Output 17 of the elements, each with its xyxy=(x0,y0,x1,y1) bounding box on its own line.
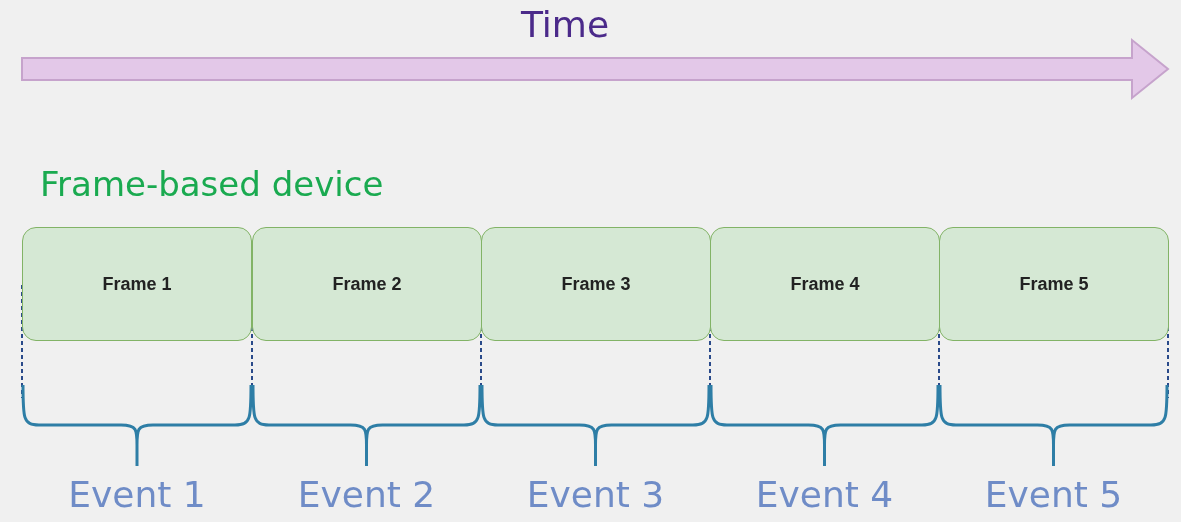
event-label: Event 1 xyxy=(67,474,207,515)
frame-label: Frame 3 xyxy=(561,273,631,295)
frame-box xyxy=(939,227,1169,341)
section-heading: Frame-based device xyxy=(40,164,384,204)
frame-label: Frame 1 xyxy=(102,273,172,295)
frame-box xyxy=(252,227,482,341)
frame-box xyxy=(710,227,940,341)
event-label: Event 3 xyxy=(525,474,666,515)
event-label: Event 4 xyxy=(754,474,895,515)
axis-label: Time xyxy=(519,4,611,45)
event-label: Event 2 xyxy=(296,474,437,515)
event-label: Event 5 xyxy=(983,474,1124,515)
frame-box xyxy=(22,227,252,341)
frame-box xyxy=(481,227,711,341)
frame-label: Frame 2 xyxy=(332,273,402,295)
frame-label: Frame 5 xyxy=(1019,273,1089,295)
frame-label: Frame 4 xyxy=(790,273,860,295)
